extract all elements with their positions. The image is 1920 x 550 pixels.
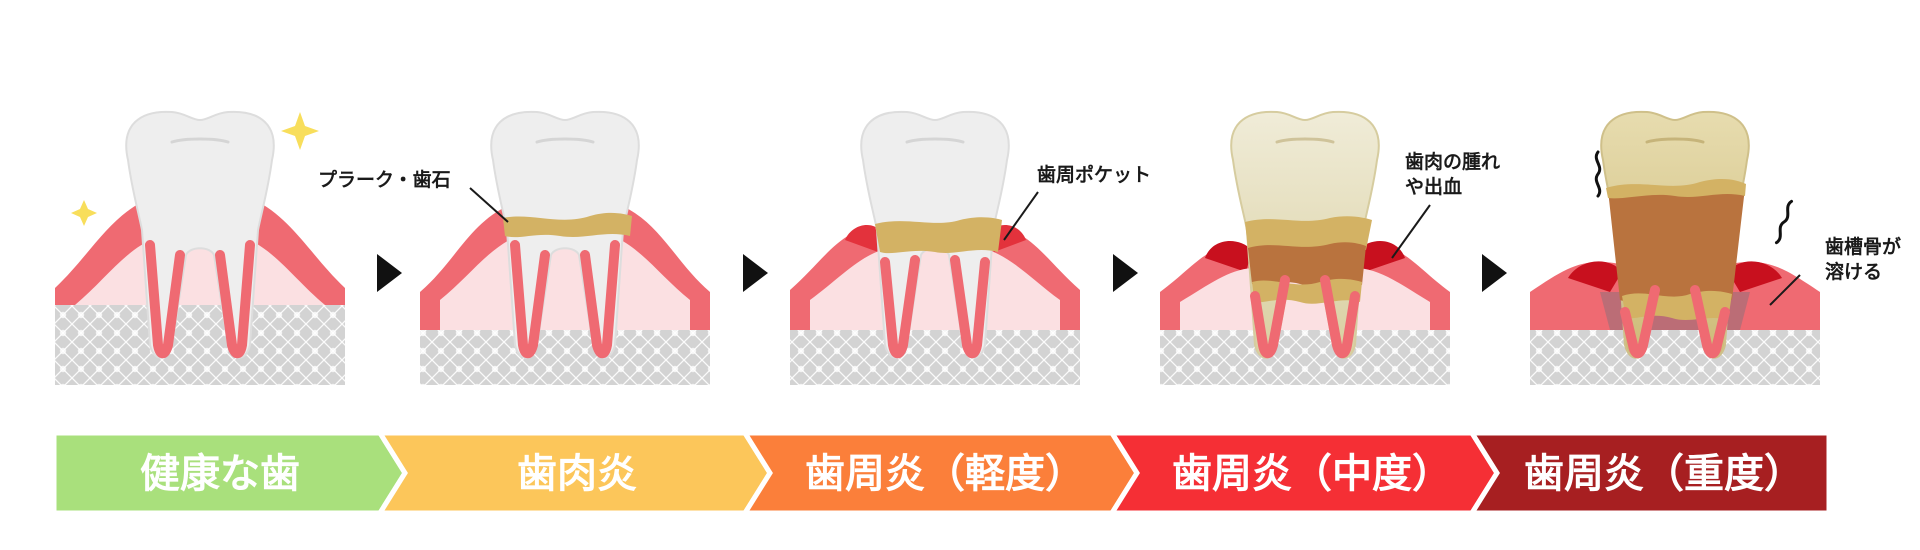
gum-inflamed-bulge xyxy=(1205,240,1405,272)
plaque-label: プラーク・歯石 xyxy=(318,168,451,191)
gum-inner xyxy=(810,248,1060,330)
stage-label-moderate: 歯周炎（中度） xyxy=(1172,451,1452,497)
pocket-leader-line xyxy=(1003,191,1039,241)
tooth-crown-groove xyxy=(1275,137,1335,144)
stage-segment-gingivitis: 歯肉炎 xyxy=(375,430,773,516)
tooth-roots-outline xyxy=(880,255,990,359)
play-triangle-icon xyxy=(1482,254,1507,292)
gum-inflamed-bulge xyxy=(1568,261,1782,292)
tooth-roots-outline xyxy=(145,240,255,359)
wavy-pain-icon xyxy=(1594,150,1602,198)
plaque xyxy=(875,217,1002,254)
stage-label-healthy: 健康な歯 xyxy=(140,451,300,497)
stage-segment-bg xyxy=(1467,430,1832,516)
tooth-roots-outline xyxy=(510,240,620,359)
decay-band xyxy=(1608,185,1745,302)
stage-label-gingivitis: 歯肉炎 xyxy=(517,451,637,497)
progression-bar: 健康な歯 歯肉炎 歯周炎（軽度） 歯周炎（中度） 歯周炎（重度） xyxy=(51,430,1832,516)
tooth-crown-groove xyxy=(905,137,965,144)
pocket-label: 歯周ポケット xyxy=(1037,163,1151,186)
panel-severe: 歯槽骨が 溶ける xyxy=(1530,110,1901,385)
swelling-label-line1: 歯肉の腫れ xyxy=(1405,150,1500,173)
tooth-roots-outline xyxy=(1250,275,1360,359)
stage-segment-mild: 歯周炎（軽度） xyxy=(740,430,1140,516)
tooth-roots-outline xyxy=(1620,285,1730,359)
tooth-crown-groove xyxy=(535,137,595,144)
panel-moderate: 歯肉の腫れ や出血 xyxy=(1160,110,1500,385)
play-triangle-icon xyxy=(377,254,402,292)
gum-inner xyxy=(440,235,690,330)
bone-leader-line xyxy=(1769,274,1801,306)
tartar-band xyxy=(1245,216,1372,252)
stage-segment-severe: 歯周炎（重度） xyxy=(1467,430,1832,516)
tooth-crown-groove xyxy=(1645,137,1705,144)
stage-segment-moderate: 歯周炎（中度） xyxy=(1107,430,1500,516)
panel-gingivitis: プラーク・歯石 xyxy=(318,110,710,385)
tartar-band xyxy=(1606,178,1746,199)
sparkle-icon xyxy=(281,112,319,150)
stage-label-mild: 歯周炎（軽度） xyxy=(805,451,1085,497)
plaque xyxy=(503,212,632,238)
stage-label-severe: 歯周炎（重度） xyxy=(1524,451,1804,497)
panel-healthy xyxy=(55,110,345,385)
bone-label-line2: 溶ける xyxy=(1825,260,1882,283)
gum-inflamed-bulge xyxy=(845,225,1026,252)
tooth-crown-groove xyxy=(170,137,230,144)
plaque-leader-line xyxy=(469,187,509,223)
wavy-pain-icon xyxy=(1774,199,1794,245)
decay-band xyxy=(1248,242,1366,286)
bone-base xyxy=(55,305,345,385)
play-triangle-icon xyxy=(1113,254,1138,292)
sparkle-icon xyxy=(71,200,97,226)
stage-segment-healthy: 健康な歯 xyxy=(51,430,408,516)
swelling-leader-line xyxy=(1391,204,1431,259)
swelling-label-line2: や出血 xyxy=(1405,175,1462,198)
bone-label-line1: 歯槽骨が xyxy=(1825,235,1901,258)
panel-mild: 歯周ポケット xyxy=(790,110,1151,385)
play-triangle-icon xyxy=(743,254,768,292)
